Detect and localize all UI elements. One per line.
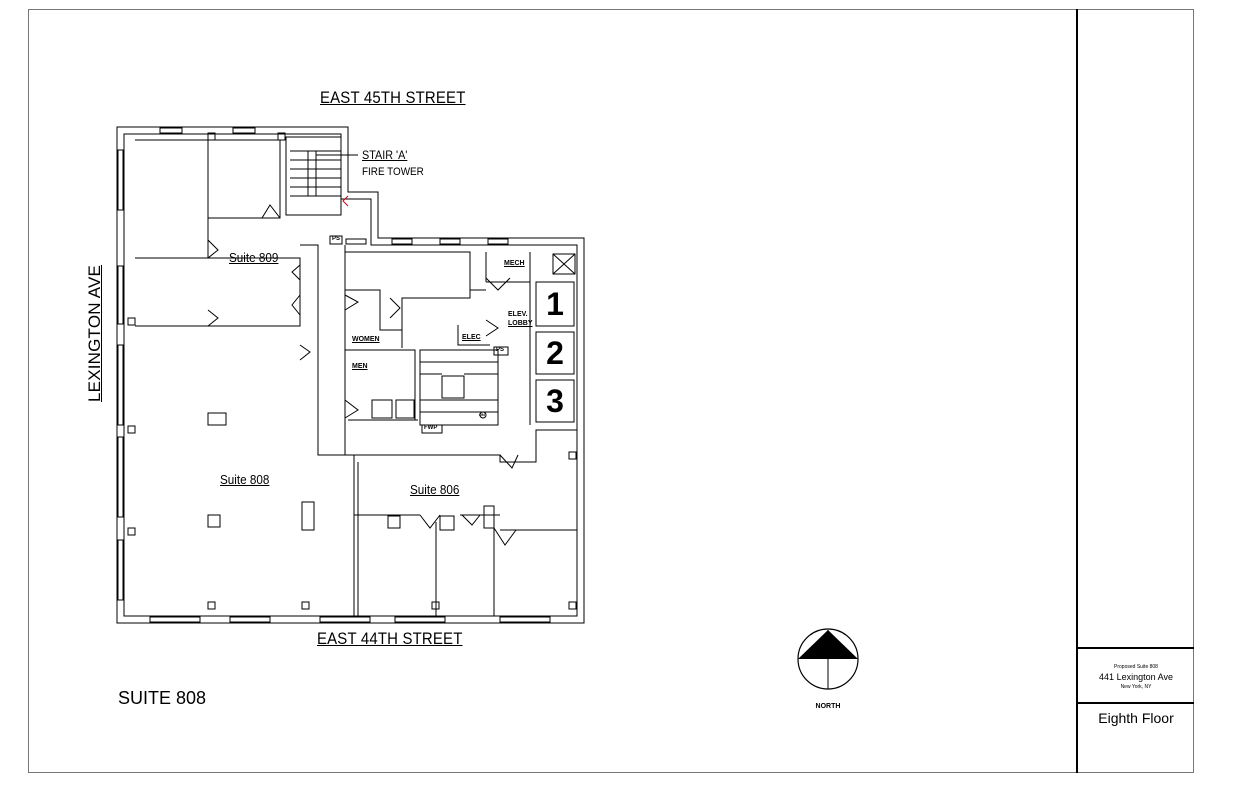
room-label-dn: DN [479,412,485,417]
street-label-south: EAST 44TH STREET [317,629,463,648]
room-label-mech: MECH [504,260,525,267]
title-block-project: Proposed Suite 808 [1114,664,1158,670]
stair-sublabel: FIRE TOWER [362,166,424,178]
room-label-suite-808: Suite 808 [220,472,270,487]
room-label-ps-north: PS [332,236,341,242]
elevator-number-3: 3 [546,383,564,419]
elevator-number-1: 1 [546,286,564,322]
title-block-rule-top [1076,647,1194,649]
title-block-floor: Eighth Floor [1098,710,1174,726]
street-label-north: EAST 45TH STREET [320,88,466,107]
room-label-men: MEN [352,363,368,370]
room-label-elev: ELEV. [508,311,528,318]
sheet-suite-label: SUITE 808 [118,688,207,708]
room-label-lobby: LOBBY [508,320,533,327]
room-label-women: WOMEN [352,336,380,343]
room-label-ps-core: PS [496,347,505,353]
title-block-city: New York, NY [1120,684,1152,690]
room-label-fwp: FWP [424,425,438,431]
north-arrow [797,628,859,690]
north-arrow-label: NORTH [815,703,841,710]
room-label-suite-809: Suite 809 [229,250,279,265]
elevator-number-2: 2 [546,335,564,371]
title-block-rule-bottom [1076,702,1194,704]
title-block-divider [1076,9,1078,773]
title-block-address: 441 Lexington Ave [1099,672,1173,682]
room-label-suite-806: Suite 806 [410,482,460,497]
stair-label: STAIR 'A' [362,148,408,162]
drawing-sheet-frame [28,9,1194,773]
room-label-elec: ELEC [462,334,481,341]
